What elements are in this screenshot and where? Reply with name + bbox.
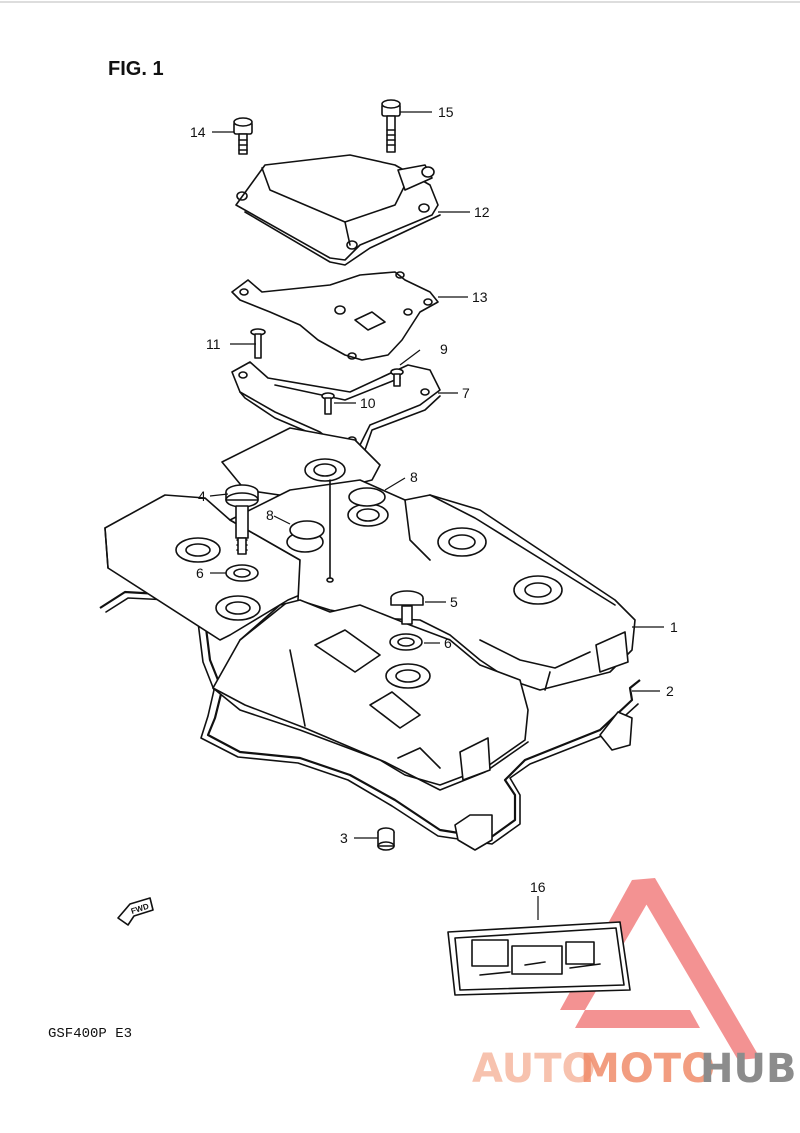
- part-15-bolt: [381, 99, 401, 153]
- part-1-cylinder-head-cover: [104, 427, 636, 851]
- watermark-text-auto: AUTO: [472, 1046, 596, 1092]
- spark-plug-holes: [175, 458, 563, 689]
- callout-8a: 8: [410, 469, 418, 485]
- part-7-plate: [231, 361, 441, 456]
- part-12-breather-cover: [235, 154, 441, 266]
- leader-lines: [209, 111, 664, 920]
- watermark-text-moto: MOTO: [580, 1046, 715, 1092]
- part-5-bolt: [390, 590, 424, 625]
- callout-6a: 6: [196, 565, 204, 581]
- callout-4: 4: [198, 488, 206, 504]
- callout-labels: 1 2 3 4 5 6 6 7 8 8 9 10 11 12 13 14 15 …: [190, 104, 678, 895]
- part-2-cover-gasket: [99, 590, 641, 845]
- part-6-grommets: [225, 564, 423, 651]
- watermark-text: AUTO MOTO HUB: [472, 1046, 796, 1092]
- callout-12: 12: [474, 204, 490, 220]
- fwd-arrow-icon: FWD: [117, 897, 154, 926]
- watermark-text-hub: HUB: [700, 1046, 796, 1092]
- part-13-gasket: [231, 271, 439, 361]
- part-3-dowel: [377, 827, 395, 851]
- callout-3: 3: [340, 830, 348, 846]
- part-14-bolt: [233, 117, 253, 155]
- callout-6b: 6: [444, 635, 452, 651]
- callout-1: 1: [670, 619, 678, 635]
- callout-11: 11: [206, 336, 221, 352]
- figure-title: FIG. 1: [108, 58, 164, 80]
- callout-9: 9: [440, 341, 448, 357]
- part-16-label: [447, 921, 631, 996]
- callout-5: 5: [450, 594, 458, 610]
- callout-15: 15: [438, 104, 454, 120]
- part-9-screw: [390, 368, 404, 387]
- callout-2: 2: [666, 683, 674, 699]
- callout-10: 10: [360, 395, 376, 411]
- part-10-screw: [321, 392, 335, 415]
- part-4-bolt: [225, 484, 259, 555]
- callout-16: 16: [530, 879, 546, 895]
- callout-7: 7: [462, 385, 470, 401]
- watermark-triangle-base: [575, 1010, 700, 1028]
- callout-8b: 8: [266, 507, 274, 523]
- part-11-screw: [250, 328, 266, 359]
- callout-14: 14: [190, 124, 206, 140]
- part-8-seal-rings: [289, 487, 386, 540]
- callout-13: 13: [472, 289, 488, 305]
- model-code: GSF400P E3: [48, 1026, 132, 1042]
- watermark-triangle-right: [632, 878, 760, 1060]
